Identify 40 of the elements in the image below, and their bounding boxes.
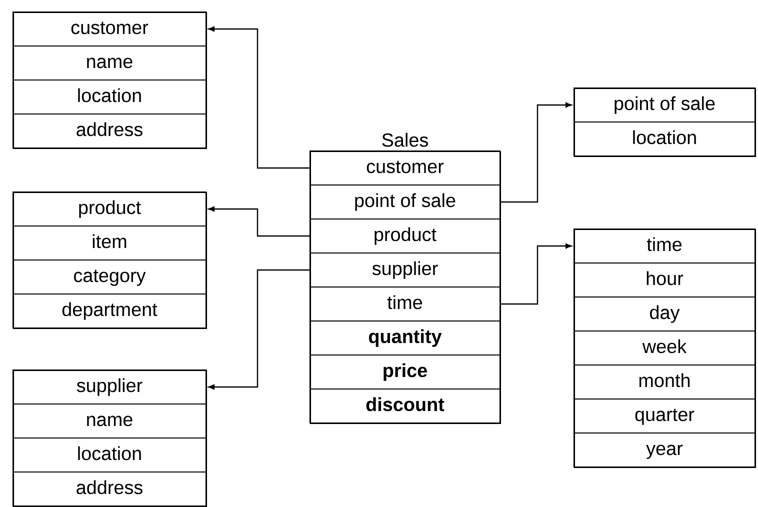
- table-cell: product: [310, 218, 500, 254]
- table-cell: month: [574, 364, 756, 400]
- table-cell: name: [12, 404, 206, 438]
- arrow: [500, 243, 572, 305]
- table-cell: time: [574, 228, 756, 264]
- table-cell: quarter: [574, 398, 756, 434]
- table-cell: category: [12, 260, 206, 294]
- table-cell: supplier: [12, 370, 206, 404]
- table-cell: address: [12, 472, 206, 506]
- table-title: Sales: [382, 132, 428, 147]
- table-cell: hour: [574, 262, 756, 298]
- table-cell: year: [574, 432, 756, 468]
- table-cell: location: [12, 438, 206, 472]
- table-cell: address: [12, 114, 206, 148]
- table-cell: time: [310, 286, 500, 322]
- arrow: [500, 102, 572, 203]
- table-cell: week: [574, 330, 756, 366]
- table-cell: location: [574, 122, 756, 156]
- arrow: [208, 26, 310, 169]
- arrow: [208, 206, 310, 237]
- table-cell: quantity: [310, 320, 500, 356]
- table: [574, 88, 756, 157]
- table-cell: department: [12, 294, 206, 328]
- table-cell: customer: [12, 12, 206, 46]
- table-cell: customer: [310, 150, 500, 186]
- table-cell: point of sale: [310, 184, 500, 220]
- arrow: [208, 269, 310, 390]
- table-cell: discount: [310, 388, 500, 424]
- table: [13, 12, 207, 149]
- table-cell: location: [12, 80, 206, 114]
- table-cell: supplier: [310, 252, 500, 288]
- table-cell: day: [574, 296, 756, 332]
- table-cell: price: [310, 354, 500, 390]
- table-cell: point of sale: [574, 88, 756, 122]
- table: [13, 192, 207, 329]
- table: [574, 229, 756, 468]
- table-cell: name: [12, 46, 206, 80]
- table-cell: item: [12, 226, 206, 260]
- table: [13, 370, 207, 507]
- table-cell: product: [12, 192, 206, 226]
